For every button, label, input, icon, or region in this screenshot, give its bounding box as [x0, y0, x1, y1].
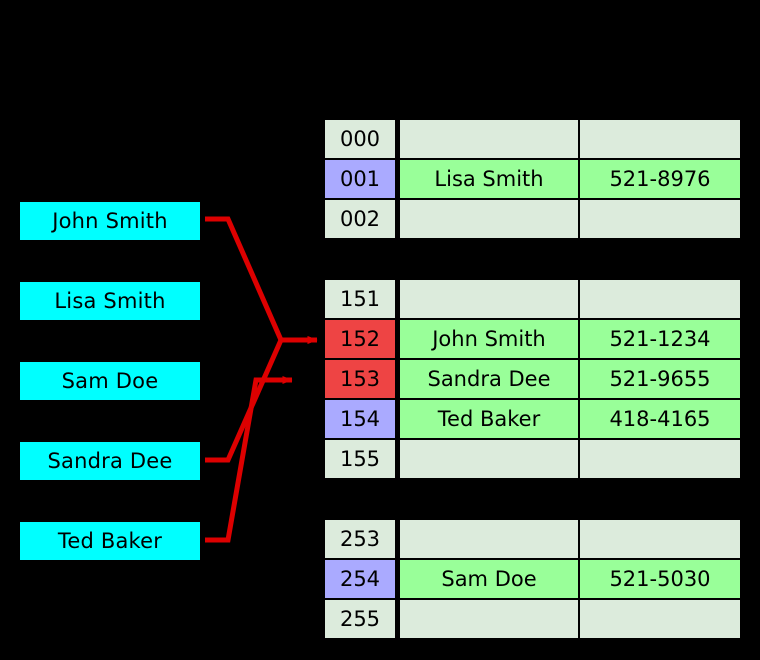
key-box-sandra-dee[interactable]: Sandra Dee	[20, 442, 200, 480]
row-phone: 521-8976	[580, 160, 740, 198]
key-label: Lisa Smith	[54, 288, 166, 313]
row-name	[400, 600, 578, 638]
hash-table-block-2: 151 152 John Smith 521-1234 153 Sandra D…	[325, 280, 740, 480]
row-phone	[580, 440, 740, 478]
row-name: Ted Baker	[400, 400, 578, 438]
row-index: 001	[325, 160, 395, 198]
arrow-ted-baker-to-153	[205, 376, 293, 543]
arrow-john-smith-to-152	[205, 216, 318, 344]
table-row[interactable]: 154 Ted Baker 418-4165	[325, 400, 740, 440]
row-index: 254	[325, 560, 395, 598]
row-phone	[580, 200, 740, 238]
key-box-sam-doe[interactable]: Sam Doe	[20, 362, 200, 400]
key-label: Ted Baker	[57, 528, 163, 553]
key-label: John Smith	[52, 208, 168, 233]
table-row[interactable]: 152 John Smith 521-1234	[325, 320, 740, 360]
hash-table-block-3: 253 254 Sam Doe 521-5030 255	[325, 520, 740, 640]
row-index: 152	[325, 320, 395, 358]
row-index: 154	[325, 400, 395, 438]
table-row[interactable]: 001 Lisa Smith 521-8976	[325, 160, 740, 200]
row-name: Lisa Smith	[400, 160, 578, 198]
row-index: 253	[325, 520, 395, 558]
table-row[interactable]: 253	[325, 520, 740, 560]
key-box-john-smith[interactable]: John Smith	[20, 202, 200, 240]
row-phone	[580, 120, 740, 158]
key-label: Sandra Dee	[47, 448, 173, 473]
table-row[interactable]: 153 Sandra Dee 521-9655	[325, 360, 740, 400]
table-row[interactable]: 000	[325, 120, 740, 160]
table-row[interactable]: 155	[325, 440, 740, 480]
row-name	[400, 440, 578, 478]
row-index: 151	[325, 280, 395, 318]
row-phone	[580, 600, 740, 638]
row-phone: 521-1234	[580, 320, 740, 358]
row-index: 002	[325, 200, 395, 238]
table-row[interactable]: 151	[325, 280, 740, 320]
table-row[interactable]: 002	[325, 200, 740, 240]
key-label: Sam Doe	[61, 368, 159, 393]
row-phone: 521-5030	[580, 560, 740, 598]
row-index: 255	[325, 600, 395, 638]
row-index: 155	[325, 440, 395, 478]
row-name	[400, 200, 578, 238]
table-row[interactable]: 254 Sam Doe 521-5030	[325, 560, 740, 600]
row-phone	[580, 520, 740, 558]
row-index: 153	[325, 360, 395, 398]
hash-table-block-1: 000 001 Lisa Smith 521-8976 002	[325, 120, 740, 240]
row-name: Sandra Dee	[400, 360, 578, 398]
row-name	[400, 520, 578, 558]
row-index: 000	[325, 120, 395, 158]
arrow-sandra-dee-to-152	[205, 336, 318, 463]
row-name: John Smith	[400, 320, 578, 358]
row-phone	[580, 280, 740, 318]
row-name	[400, 120, 578, 158]
row-name: Sam Doe	[400, 560, 578, 598]
key-box-ted-baker[interactable]: Ted Baker	[20, 522, 200, 560]
table-row[interactable]: 255	[325, 600, 740, 640]
row-phone: 521-9655	[580, 360, 740, 398]
row-name	[400, 280, 578, 318]
row-phone: 418-4165	[580, 400, 740, 438]
key-box-lisa-smith[interactable]: Lisa Smith	[20, 282, 200, 320]
